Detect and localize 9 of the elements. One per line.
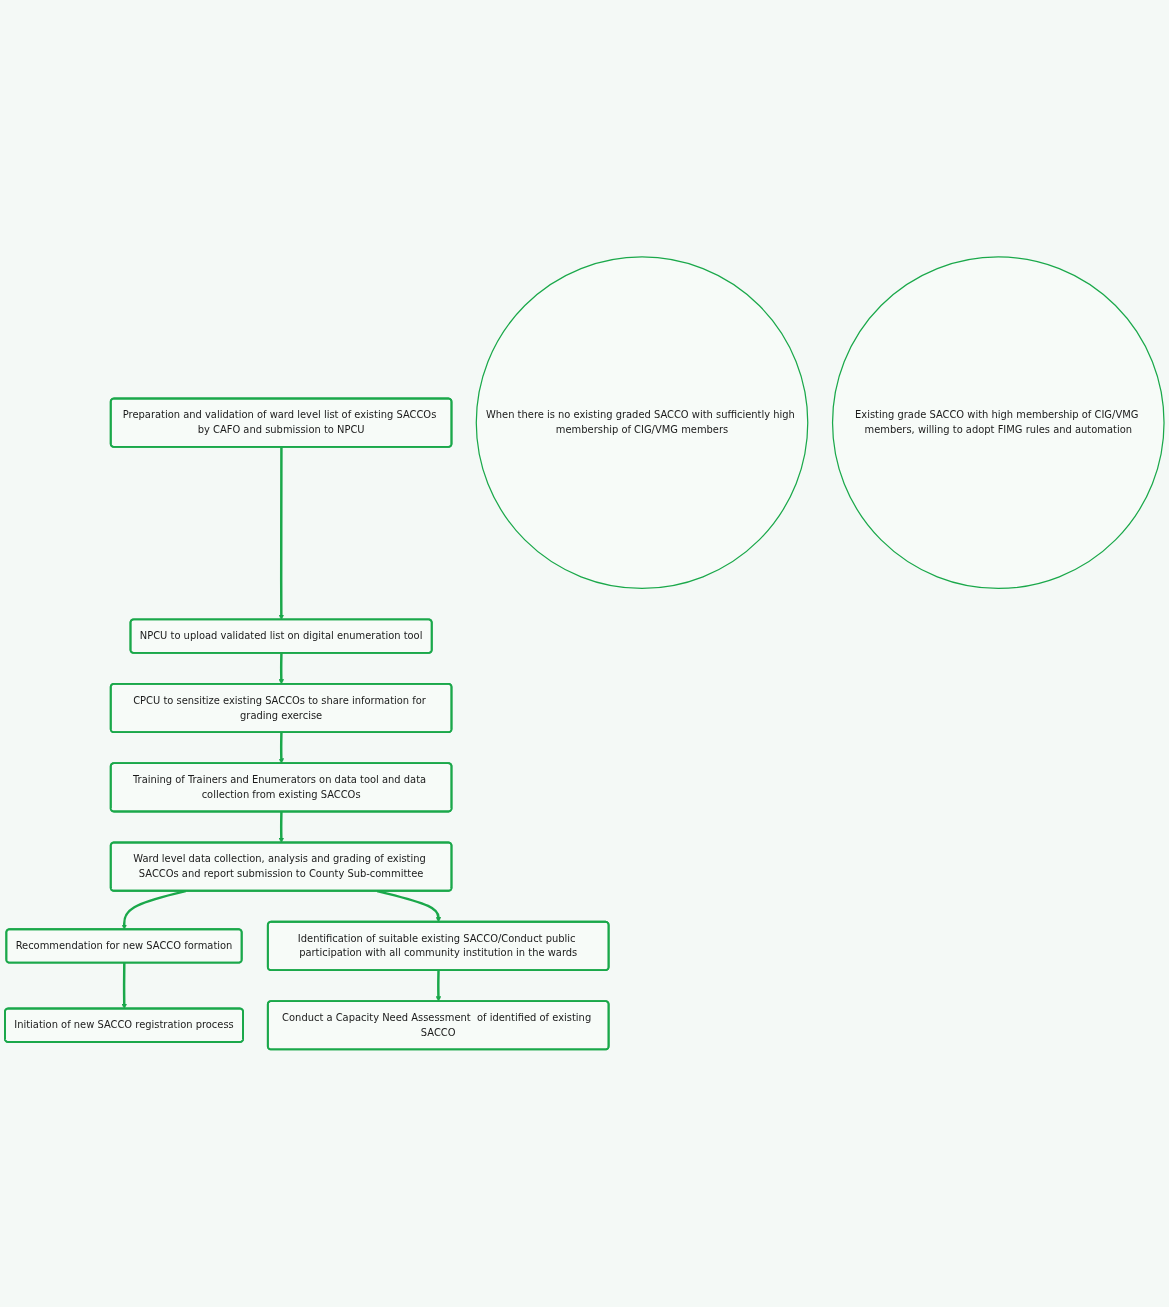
arrow [278,653,285,685]
arrow [278,447,285,621]
arrow [435,970,442,1002]
arrow [278,812,285,844]
arrow [121,963,127,1010]
arrow [278,732,285,765]
node-circle: When there is no existing graded SACCO with sufficiently high membership of CIG/VMG members [475,256,809,590]
node-circle: Existing grade SACCO with high membership of CIG/VMG members, willing to adopt FIMG rules and automation [831,256,1165,590]
arrow [121,890,186,931]
